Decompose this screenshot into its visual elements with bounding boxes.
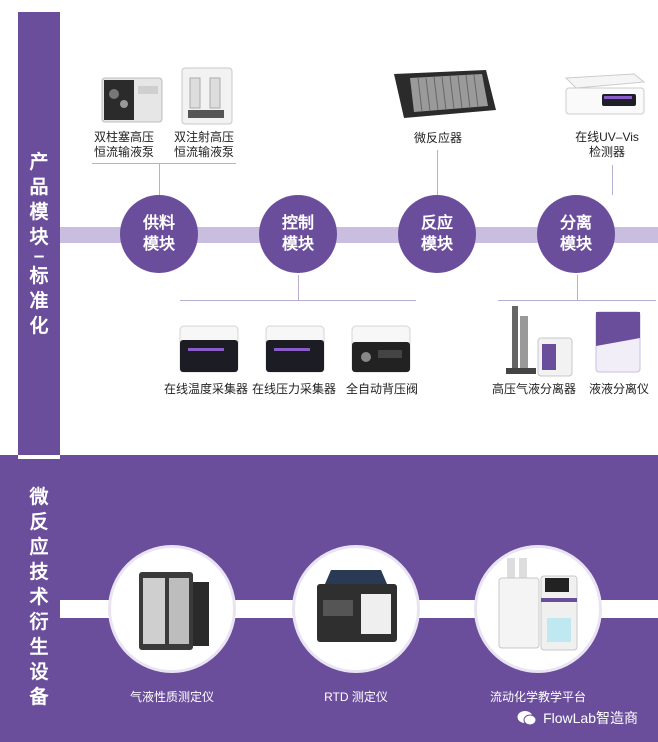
side-title-bottom: 微 反 应 技 术 衍 生 设 备 [29,487,49,708]
side-separator [18,455,60,459]
device-circle-gas-liquid [108,545,236,673]
wechat-watermark: FlowLab智造商 [517,708,638,728]
watermark-text: FlowLab智造商 [543,710,638,726]
product-label-liquid-liquid: 液液分离仪 [588,382,649,396]
side-title-top: 产 品 模 块 – 标 准 化 [29,152,49,337]
microreactor-image [394,70,496,118]
device-circle-teaching [474,545,602,673]
product-label-back-pressure: 全自动背压阀 [345,382,418,396]
module-control: 控制模块 [259,195,337,273]
wechat-icon [517,711,537,726]
feed-bracket-line [92,163,236,164]
product-label-pressure: 在线压力采集器 [251,382,336,396]
gas-liquid-property-meter-image [139,572,209,650]
product-label-dual-plunger: 双柱塞高压恒流输液泵 [93,130,154,159]
uv-vis-detector-image [564,73,646,115]
back-pressure-valve-image [351,325,411,373]
side-banner-top: 产 品 模 块 – 标 准 化 [18,12,60,455]
device-label-rtd: RTD 测定仪 [324,690,388,704]
product-label-temperature: 在线温度采集器 [163,382,248,396]
rtd-meter-image [317,570,397,642]
reactor-connector [437,150,438,195]
feed-connector [159,163,160,195]
dual-plunger-pump-image [101,77,163,123]
module-reaction: 反应模块 [398,195,476,273]
product-modules-section: 产 品 模 块 – 标 准 化 供料模块 控制模块 反应模块 分离模块 [18,12,658,455]
product-label-microreactor: 微反应器 [413,131,462,145]
control-connector [298,275,299,300]
product-label-dual-syringe: 双注射高压恒流输液泵 [173,130,234,159]
device-circle-rtd [292,545,420,673]
separation-connector [577,275,578,300]
flow-chemistry-teaching-platform-image [498,558,578,651]
control-bracket-line [180,300,416,301]
module-axis-bar [60,227,658,243]
device-label-teaching: 流动化学教学平台 [489,690,586,704]
gas-liquid-separator-image [506,306,573,377]
device-label-gas-liquid: 气液性质测定仪 [129,690,214,704]
module-feed: 供料模块 [120,195,198,273]
pressure-collector-image [265,325,325,373]
module-separation: 分离模块 [537,195,615,273]
liquid-liquid-separator-image [595,311,641,373]
uv-connector [612,165,613,195]
dual-syringe-pump-image [181,67,233,125]
product-label-gas-liquid: 高压气液分离器 [491,382,576,396]
separation-bracket-line [498,300,656,301]
temperature-collector-image [179,325,239,373]
